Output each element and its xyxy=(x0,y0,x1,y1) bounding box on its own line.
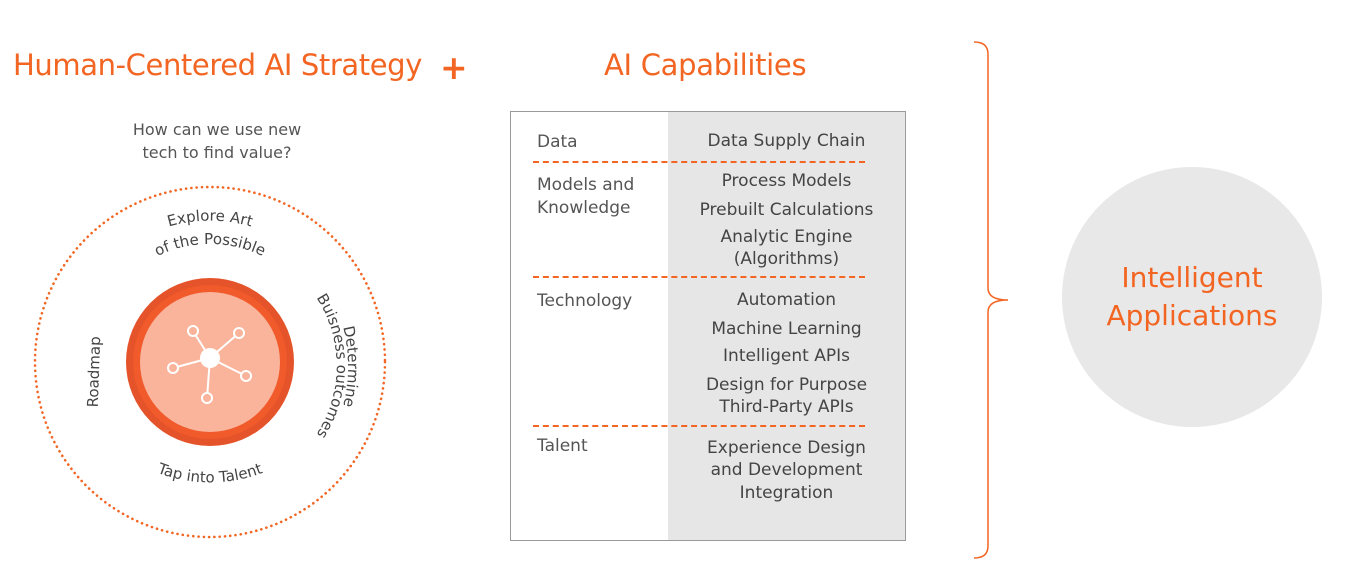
intelligent-applications-circle xyxy=(1062,167,1322,427)
list-item: Intelligent APIs xyxy=(723,346,850,366)
question-line: tech to find value? xyxy=(142,143,292,162)
bracket xyxy=(973,41,1009,559)
outer-dotted-ring xyxy=(33,185,387,539)
row-divider xyxy=(533,161,865,163)
list-item: Machine Learning xyxy=(711,319,862,339)
ring-label-business-outcomes: Buisness outcomes xyxy=(313,290,351,442)
list-item: and Development xyxy=(710,460,863,480)
list-item: Data Supply Chain xyxy=(707,131,866,151)
intelligent-applications-label: Intelligent Applications xyxy=(1106,261,1278,332)
list-item: Experience Design xyxy=(707,438,866,458)
row-divider xyxy=(533,425,865,427)
row-label-data: Data xyxy=(537,132,578,152)
ring-label-roadmap: Roadmap xyxy=(84,336,104,408)
list-item: Process Models xyxy=(721,171,852,191)
network-icon xyxy=(167,325,252,404)
ring-label-talent: Tap into Talent xyxy=(155,459,265,486)
ring-label-explore-1: Explore Art xyxy=(165,207,255,231)
strategy-cycle-diagram: Explore Art of the Possible Determine Bu… xyxy=(33,185,387,539)
question-line: How can we use new xyxy=(132,120,302,139)
row-divider xyxy=(533,276,865,278)
list-item: Prebuilt Calculations xyxy=(699,200,874,220)
list-item: Third-Party APIs xyxy=(719,397,854,417)
capabilities-items-panel xyxy=(668,112,905,540)
row-label-technology: Technology xyxy=(537,291,633,311)
list-item: Design for Purpose xyxy=(705,375,868,395)
strategy-title: Human-Centered AI Strategy xyxy=(13,48,422,82)
strategy-question: How can we use new tech to find value? xyxy=(117,118,317,164)
ring-label-determine: Determine xyxy=(339,324,362,409)
capabilities-title: AI Capabilities xyxy=(604,48,807,82)
list-item: Automation xyxy=(736,290,836,310)
plus-sign: + xyxy=(440,48,468,87)
row-label-models: Models and Knowledge xyxy=(537,175,635,218)
list-item: (Algorithms) xyxy=(733,249,840,269)
ring-label-explore-2: of the Possible xyxy=(152,230,269,260)
list-item: Integration xyxy=(739,483,834,503)
row-label-talent: Talent xyxy=(537,436,588,456)
list-item: Analytic Engine xyxy=(720,227,853,247)
